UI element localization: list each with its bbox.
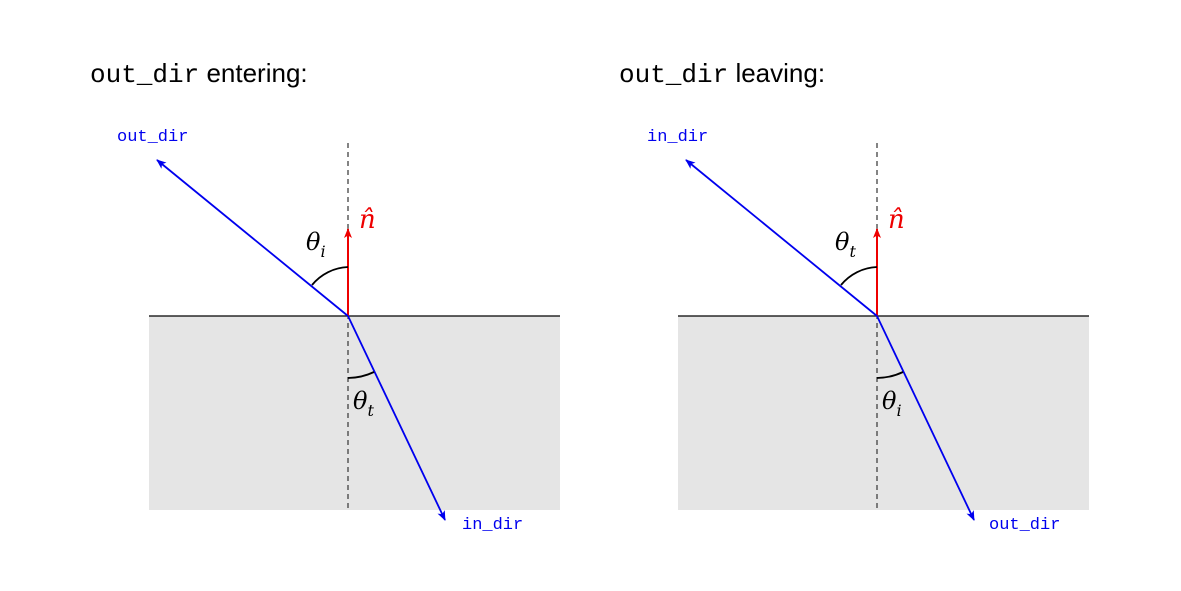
angle-subscript: t [849, 242, 856, 261]
upper-ray [156, 159, 349, 317]
lower-ray [876, 315, 975, 521]
theta-symbol: θ [353, 387, 368, 415]
normal-label: n̂ [359, 205, 376, 235]
angle-subscript: t [367, 401, 374, 420]
lower-ray-label: in_dir [462, 516, 523, 535]
panel-title: out_dir leaving: [619, 58, 825, 90]
panel-entering: out_dir entering: n̂ out_dir in_dir θi θ… [90, 58, 560, 535]
lower-angle-arc [876, 371, 904, 379]
title-text: entering: [199, 58, 307, 88]
title-code: out_dir [90, 60, 199, 90]
title-text: leaving: [728, 58, 825, 88]
theta-symbol: θ [882, 387, 897, 415]
upper-angle-arc [311, 266, 349, 286]
lower-ray [347, 315, 446, 521]
upper-angle-arc [840, 266, 878, 286]
lower-medium [149, 316, 560, 510]
panel-leaving: out_dir leaving: n̂ in_dir out_dir θt θi [619, 58, 1089, 535]
normal-label: n̂ [888, 205, 905, 235]
upper-angle-label: θi [306, 228, 326, 261]
panel-title: out_dir entering: [90, 58, 308, 90]
upper-angle-label: θt [835, 228, 856, 261]
theta-symbol: θ [306, 228, 321, 256]
lower-angle-label: θt [353, 387, 374, 420]
title-code: out_dir [619, 60, 728, 90]
upper-ray-label: in_dir [647, 128, 708, 147]
lower-ray-label: out_dir [989, 516, 1060, 535]
lower-angle-arc [347, 371, 375, 379]
upper-ray [685, 159, 878, 317]
theta-symbol: θ [835, 228, 850, 256]
angle-subscript: i [896, 401, 901, 420]
lower-angle-label: θi [882, 387, 902, 420]
angle-subscript: i [320, 242, 325, 261]
lower-medium [678, 316, 1089, 510]
upper-ray-label: out_dir [117, 128, 188, 147]
